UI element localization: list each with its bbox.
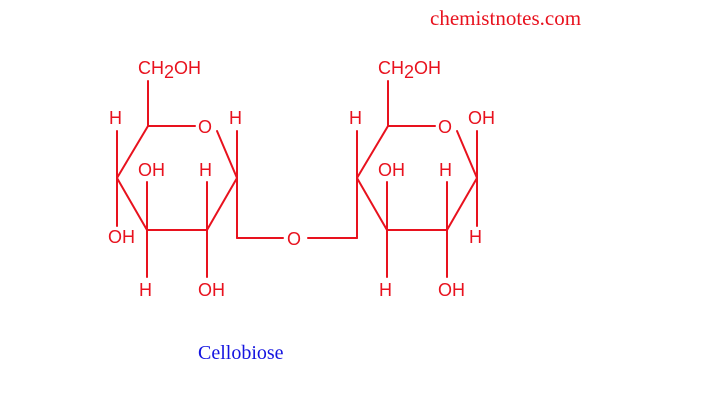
molecule-caption: Cellobiose	[198, 342, 284, 364]
watermark-site-name: chemistnotes.com	[430, 6, 582, 30]
bond	[206, 177, 238, 231]
ring-oxygen-label: O	[198, 117, 212, 137]
hydroxyl-label: OH	[138, 160, 165, 180]
hydroxyl-label: OH	[108, 227, 135, 247]
right-ring-substituents	[356, 80, 478, 278]
hydrogen-label: H	[229, 108, 242, 128]
left-ring-bonds	[116, 125, 238, 231]
left-ring-substituents	[116, 80, 284, 278]
ch2oh-label: CH2OH	[378, 58, 441, 82]
glycosidic-linkage	[307, 177, 358, 239]
hydrogen-label: H	[469, 227, 482, 247]
bond	[116, 177, 148, 231]
hydroxyl-label: OH	[198, 280, 225, 300]
bond	[216, 130, 238, 179]
hydrogen-label: H	[379, 280, 392, 300]
bond	[356, 177, 388, 231]
hydroxyl-label: OH	[468, 108, 495, 128]
bond	[446, 177, 478, 231]
bond	[356, 125, 389, 179]
bond	[116, 125, 149, 179]
hydrogen-label: H	[139, 280, 152, 300]
glycosidic-oxygen-label: O	[287, 229, 301, 249]
right-ring-bonds	[356, 125, 478, 231]
hydrogen-label: H	[349, 108, 362, 128]
ring-oxygen-label: O	[438, 117, 452, 137]
ch2oh-label: CH2OH	[138, 58, 201, 82]
hydroxyl-label: OH	[438, 280, 465, 300]
hydrogen-label: H	[199, 160, 212, 180]
hydrogen-label: H	[439, 160, 452, 180]
bond	[456, 130, 478, 179]
hydrogen-label: H	[109, 108, 122, 128]
hydroxyl-label: OH	[378, 160, 405, 180]
